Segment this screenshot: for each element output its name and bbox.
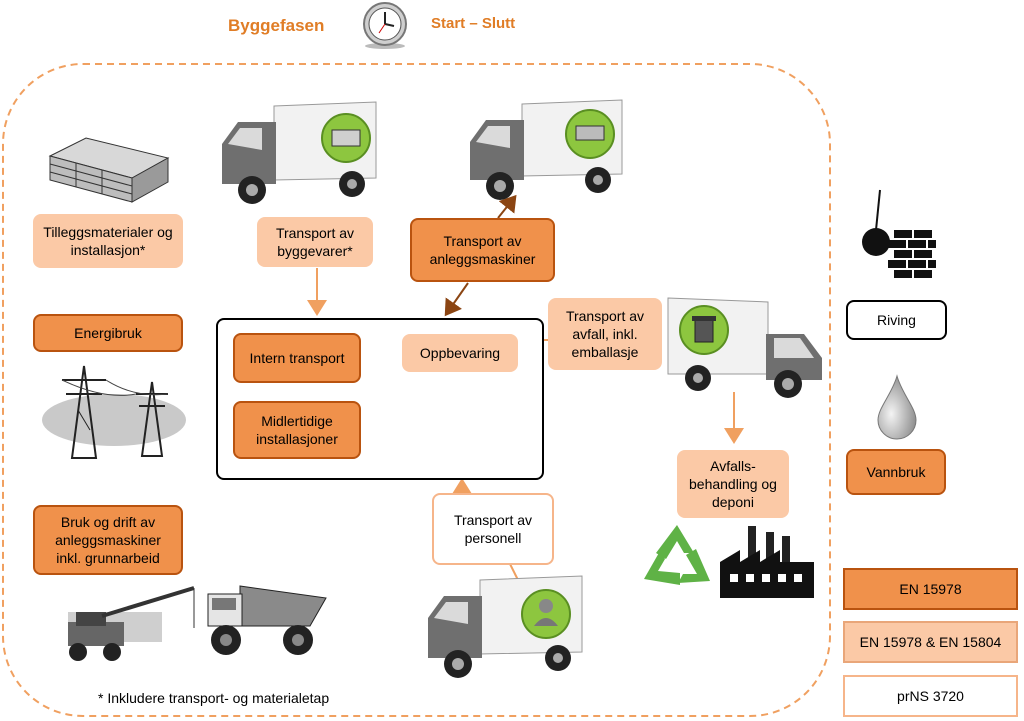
legend-en15978-en15804: EN 15978 & EN 15804 xyxy=(843,621,1018,663)
period-label: Start – Slutt xyxy=(431,15,516,32)
box-transport-personell: Transport av personell xyxy=(432,493,554,565)
box-bruk-drift: Bruk og drift av anleggsmaskiner inkl. g… xyxy=(33,505,183,575)
worker-icon xyxy=(428,575,583,678)
wrecking-ball-icon xyxy=(862,189,936,278)
recycle-icon xyxy=(644,525,710,585)
diagram-title: Byggefasen xyxy=(228,16,325,35)
water-drop-icon xyxy=(877,374,917,440)
lumber-stack-icon xyxy=(48,137,170,203)
box-intern-transport: Intern transport xyxy=(233,333,361,383)
box-energibruk: Energibruk xyxy=(33,314,183,352)
legend-en15978: EN 15978 xyxy=(843,568,1018,610)
trash-can-icon xyxy=(667,297,822,398)
box-riving: Riving xyxy=(846,300,947,340)
arrow-anlegg-up xyxy=(497,194,517,219)
factory-icon xyxy=(720,526,814,598)
legend-prns3720: prNS 3720 xyxy=(843,675,1018,717)
crane-icon xyxy=(68,586,195,661)
box-transport-byggevarer: Transport av byggevarer* xyxy=(257,217,373,267)
arrow-anlegg-down xyxy=(444,282,469,317)
box-avfallsbehandling: Avfalls-behandling og deponi xyxy=(677,450,789,518)
footnote: * Inkludere transport- og materialetap xyxy=(98,690,330,706)
power-tower-icon xyxy=(42,365,186,459)
box-tilleggsmaterialer: Tilleggsmaterialer og installasjon* xyxy=(33,214,183,268)
box-transport-avfall: Transport av avfall, inkl. emballasje xyxy=(548,298,662,370)
box-midlertidige-installasjoner: Midlertidige installasjoner xyxy=(233,401,361,459)
dump-truck-icon xyxy=(207,585,327,655)
box-vannbruk: Vannbruk xyxy=(846,449,946,495)
clock-icon xyxy=(363,2,407,49)
box-transport-anleggsmaskiner: Transport av anleggsmaskiner xyxy=(410,218,555,282)
box-oppbevaring: Oppbevaring xyxy=(402,334,518,372)
truck-icon xyxy=(470,99,623,200)
truck-icon xyxy=(222,101,377,204)
